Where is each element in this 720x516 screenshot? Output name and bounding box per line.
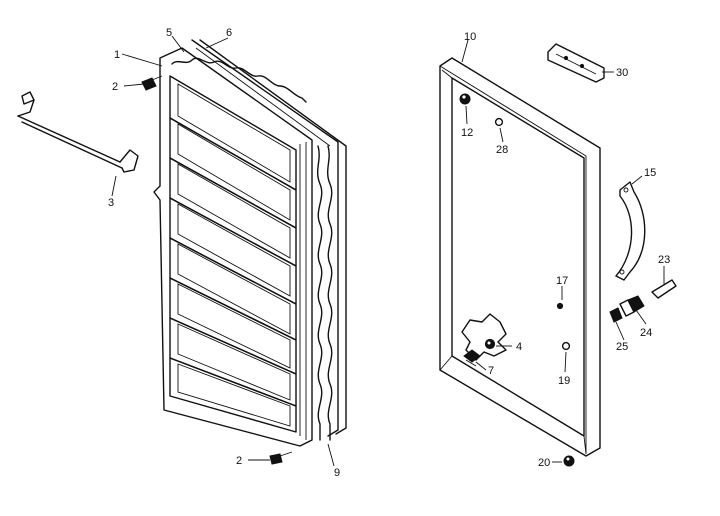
callout-4: 4 bbox=[516, 341, 522, 353]
liner-shelves bbox=[169, 75, 297, 433]
callout-2-top: 2 bbox=[112, 81, 118, 93]
part-19 bbox=[561, 341, 571, 351]
callout-6: 6 bbox=[226, 27, 232, 39]
plug-28 bbox=[494, 117, 504, 127]
door-rod bbox=[17, 91, 139, 173]
hinge-bracket bbox=[615, 181, 646, 281]
outer-door bbox=[439, 57, 601, 457]
part-4 bbox=[484, 338, 496, 350]
callout-12: 12 bbox=[461, 127, 473, 139]
callout-17: 17 bbox=[556, 275, 568, 287]
callout-23: 23 bbox=[658, 254, 670, 266]
handle-trim bbox=[547, 43, 605, 83]
callout-24: 24 bbox=[640, 327, 652, 339]
callout-19: 19 bbox=[558, 375, 570, 387]
hinge-pin bbox=[609, 279, 677, 323]
callout-30: 30 bbox=[616, 67, 628, 79]
door-gasket bbox=[191, 39, 347, 441]
callout-labels: 1 5 6 2 3 2 9 10 30 12 28 15 17 23 24 25… bbox=[108, 27, 670, 479]
callout-9: 9 bbox=[334, 467, 340, 479]
callout-25: 25 bbox=[616, 341, 628, 353]
callout-3: 3 bbox=[108, 197, 114, 209]
callout-1: 1 bbox=[114, 49, 120, 61]
callout-28: 28 bbox=[496, 144, 508, 156]
part-17 bbox=[556, 302, 564, 310]
callout-15: 15 bbox=[644, 167, 656, 179]
callout-5: 5 bbox=[166, 27, 172, 39]
part-7 bbox=[463, 349, 481, 367]
door-liner bbox=[153, 47, 313, 447]
plug-12 bbox=[459, 93, 471, 105]
callout-7: 7 bbox=[488, 365, 494, 377]
callout-2-bottom: 2 bbox=[236, 455, 242, 467]
callout-20: 20 bbox=[538, 457, 550, 469]
plug-20 bbox=[563, 455, 575, 467]
screw-top bbox=[141, 75, 163, 91]
callout-10: 10 bbox=[464, 31, 476, 43]
leader-lines bbox=[111, 35, 665, 467]
screw-bottom bbox=[269, 451, 293, 465]
